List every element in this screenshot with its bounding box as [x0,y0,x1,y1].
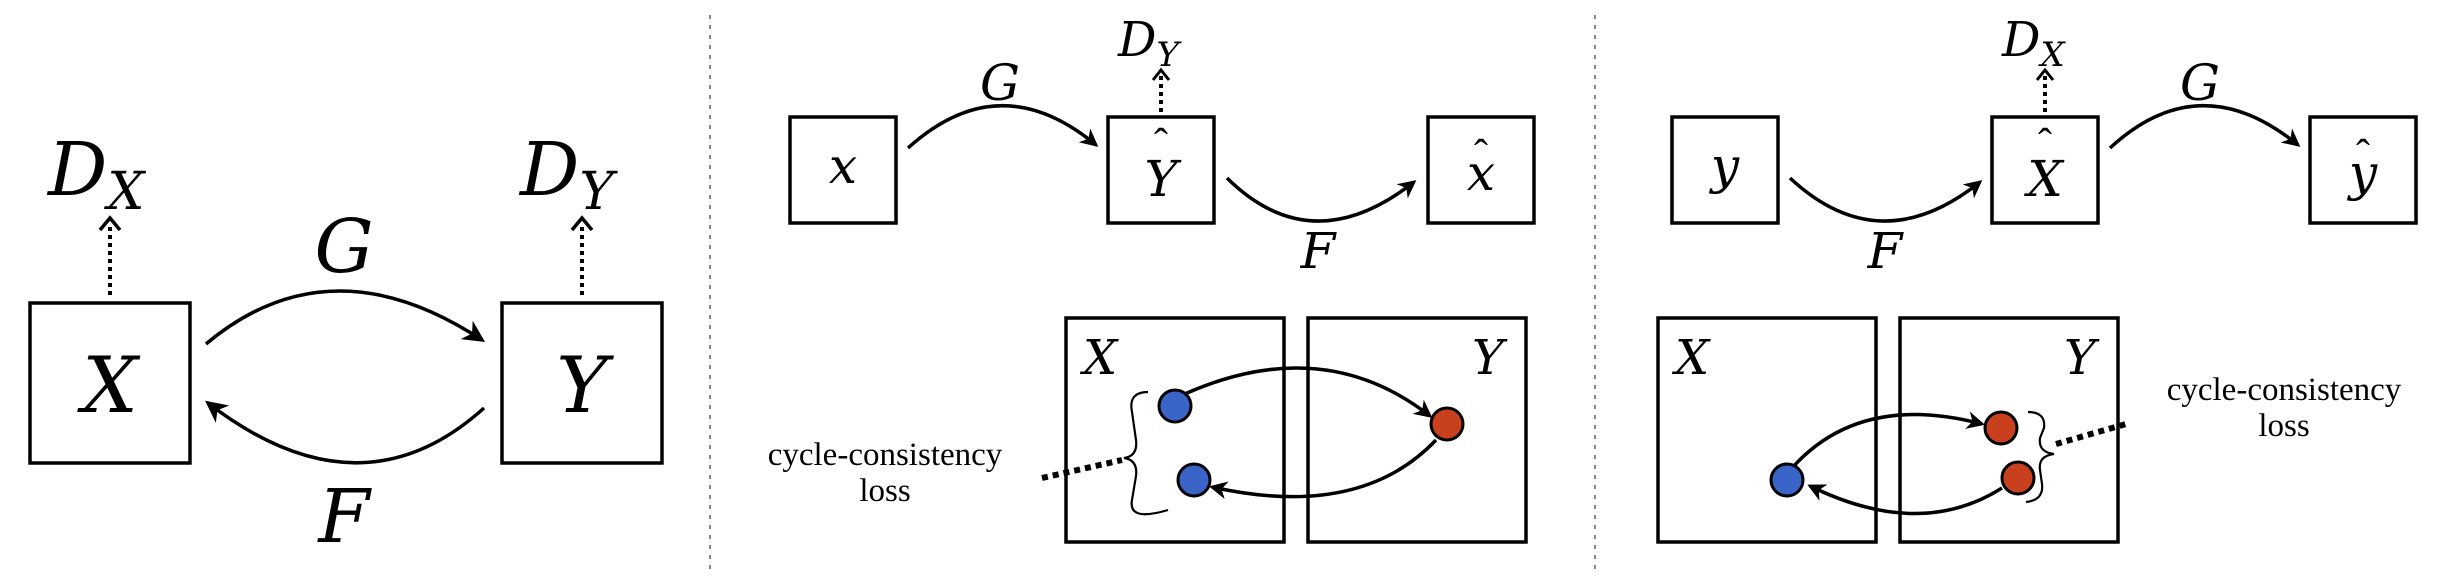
mapping-f-arrow-b [1225,176,1417,223]
domain-y-box-b [1306,316,1528,544]
panel-c: y X ˆ y ˆ DX F G X Y cycle-consistency l… [1656,12,2418,544]
reconstructed-y-label: y [2347,144,2378,202]
domain-x-label-b: X [1079,330,1119,386]
sample-point-x-b [1157,388,1193,424]
mapping-g-arrow-b [906,104,1099,150]
mapping-f-label: F [316,474,372,560]
mapping-g-label-b: G [980,54,1020,112]
input-x-box [788,115,898,225]
disc-x-arrowhead-c [2035,67,2055,81]
node-x-label: X [76,341,141,431]
loss-pointer-c [2055,421,2127,447]
reconstructed-y-box [2308,115,2418,225]
mapping-g-label: G [314,204,373,290]
reconstructed-x-box [1426,115,1536,225]
mapping-f-label-b: F [1300,222,1338,280]
mapping-g-arrow [204,289,486,346]
disc-y-arrowhead-b [1151,67,1171,81]
generated-y-box [1106,115,1216,225]
panel-b: x Y ˆ x ˆ DY G F X Y cycle-consistency l… [768,12,1536,544]
mapping-g-arrow-c [2108,104,2301,150]
mapping-g-label-c: G [2180,54,2220,112]
sample-point-y-b [1429,406,1465,442]
loss-pointer-b [1041,457,1123,481]
disc-y-arrowhead [570,215,594,232]
loss-brace-b [1123,390,1169,516]
cycle-backward-arrow-c [1807,484,2003,516]
loss-label-line1-c: cycle-consistency [2167,372,2402,408]
reconstructed-x-hat: ˆ [1474,132,1488,178]
cycle-forward-arrow-c [1790,411,1985,470]
sample-point-y-c [1983,410,2019,446]
reconstructed-point-x-b [1176,462,1212,498]
generated-x-box [1990,115,2100,225]
loss-label-line2-b: loss [859,473,910,509]
disc-y-label: DY [518,127,618,222]
reconstructed-x-label: x [1467,144,1495,202]
node-y-box [500,301,664,465]
disc-x-label-c: DX [2001,12,2066,75]
node-y-label: Y [556,341,614,431]
loss-brace-c [2025,410,2055,504]
loss-label-line1-b: cycle-consistency [768,437,1003,473]
generated-x-hat: ˆ [2038,121,2052,167]
reconstructed-point-y-c [2000,460,2036,496]
disc-x-label: DX [46,127,146,222]
panel-a: X Y DX DY G F [28,127,664,560]
cycle-backward-arrow-b [1209,438,1438,500]
domain-x-label-c: X [1671,330,1711,386]
domain-y-label-b: Y [1472,330,1508,386]
domain-y-label-c: Y [2064,330,2100,386]
domain-x-box-b [1064,316,1286,544]
input-x-label: x [829,137,857,195]
disc-x-arrowhead [98,215,122,232]
generated-y-label: Y [1144,150,1181,208]
sample-point-x-c [1769,462,1805,498]
generated-x-label: X [2023,150,2065,208]
loss-label-line2-c: loss [2258,408,2309,444]
disc-y-label-b: DY [1117,12,1182,75]
input-y-label: y [1709,137,1740,195]
reconstructed-y-hat: ˆ [2356,132,2370,178]
mapping-f-arrow [205,400,486,465]
mapping-f-label-c: F [1867,222,1905,280]
input-y-box [1670,115,1780,225]
generated-y-hat: ˆ [1154,121,1168,167]
node-x-box [28,301,192,465]
cycle-forward-arrow-b [1175,366,1433,418]
mapping-f-arrow-c [1788,176,1983,223]
